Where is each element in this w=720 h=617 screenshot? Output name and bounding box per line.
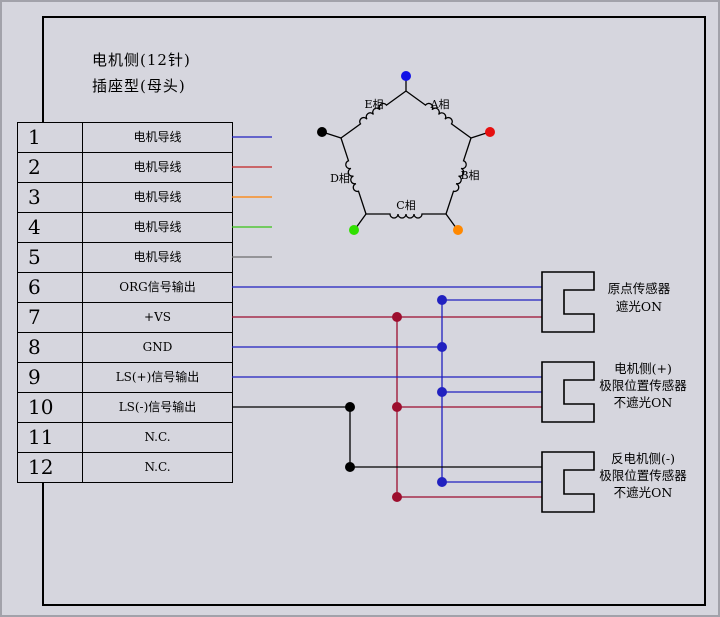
motor-terminal-dot-blue [401,71,411,81]
pin-row: 8 GND [18,333,233,363]
pin-label: 电机导线 [83,153,233,183]
plus-limit-sensor-label-line3: 不遮光ON [614,395,673,410]
phase-a-winding [405,90,472,139]
junction-dot-vs-1 [392,312,402,322]
pin-row: 5 电机导线 [18,243,233,273]
pin-label: 电机导线 [83,183,233,213]
origin-sensor-label-line1: 原点传感器 [608,281,671,296]
pin-row: 1 电机导线 [18,123,233,153]
pin-number: 4 [18,213,83,243]
pin-number: 3 [18,183,83,213]
junction-dot-vs-2 [392,402,402,412]
pin-label: N.C. [83,453,233,483]
junction-dot-gnd-2 [437,342,447,352]
pin-number: 10 [18,393,83,423]
phase-e-winding [340,90,407,139]
motor-terminal-dot-green [349,225,359,235]
origin-sensor-symbol [541,271,595,333]
junction-dot-ls-2 [345,462,355,472]
minus-limit-sensor-symbol [541,451,595,513]
phase-d-label: D相 [330,172,350,185]
pin-number: 1 [18,123,83,153]
pin-label: 电机导线 [83,243,233,273]
pin-row: 11 N.C. [18,423,233,453]
pin-number: 6 [18,273,83,303]
phase-e-label: E相 [364,98,383,111]
pin-number: 12 [18,453,83,483]
phase-a-label: A相 [430,98,450,111]
pin-row: 10 LS(-)信号输出 [18,393,233,423]
junction-dot-gnd-3 [437,387,447,397]
pin-row: 9 LS(+)信号输出 [18,363,233,393]
phase-d-winding [340,137,367,215]
plus-limit-sensor-label-line2: 极限位置传感器 [599,378,687,393]
ls-minus-signal-wire [232,406,542,468]
motor-terminal-dot-black [317,127,327,137]
pin-number: 11 [18,423,83,453]
pin-number: 7 [18,303,83,333]
junction-dot-gnd-4 [437,477,447,487]
pin-row: 7 +VS [18,303,233,333]
junction-dot-vs-3 [392,492,402,502]
pin-label: 电机导线 [83,213,233,243]
plus-limit-sensor-symbol [541,361,595,423]
phase-b-label: B相 [460,169,479,182]
gnd-wire [232,299,542,483]
origin-sensor-label-line2: 遮光ON [616,299,662,314]
pin-number: 8 [18,333,83,363]
pin-row: 3 电机导线 [18,183,233,213]
motor-terminal-dot-orange [453,225,463,235]
junction-dot-ls-1 [345,402,355,412]
pin-row: 12 N.C. [18,453,233,483]
title-line2: 插座型(母头) [92,77,186,95]
minus-limit-sensor-label-line3: 不遮光ON [614,485,673,500]
pin-label: LS(+)信号输出 [83,363,233,393]
diagram-title: 电机侧(12针) 插座型(母头) [92,47,191,99]
pin-number: 2 [18,153,83,183]
phase-b-winding [445,137,472,215]
pin-table: 1 电机导线 2 电机导线 3 电机导线 4 电机导线 5 电机导线 6 ORG… [17,122,233,483]
pin-label: ORG信号输出 [83,273,233,303]
pin-row: 2 电机导线 [18,153,233,183]
pin-label: GND [83,333,233,363]
pin-label: +VS [83,303,233,333]
phase-c-winding [366,213,446,219]
pin-row: 4 电机导线 [18,213,233,243]
pin-row: 6 ORG信号输出 [18,273,233,303]
pin-number: 5 [18,243,83,273]
pin-label: N.C. [83,423,233,453]
pin-number: 9 [18,363,83,393]
motor-winding-pentagon [323,78,489,229]
plus-limit-sensor-label-line1: 电机侧(+) [614,361,672,376]
motor-terminal-stub-left [323,131,342,139]
motor-terminal-stub-right [470,131,489,139]
junction-dot-gnd-1 [437,295,447,305]
title-line1: 电机侧(12针) [92,51,191,69]
pin-label: 电机导线 [83,123,233,153]
minus-limit-sensor-label-line1: 反电机侧(-) [611,451,675,466]
motor-terminal-dot-red [485,127,495,137]
phase-c-label: C相 [396,199,415,212]
pin-label: LS(-)信号输出 [83,393,233,423]
minus-limit-sensor-label-line2: 极限位置传感器 [599,468,687,483]
